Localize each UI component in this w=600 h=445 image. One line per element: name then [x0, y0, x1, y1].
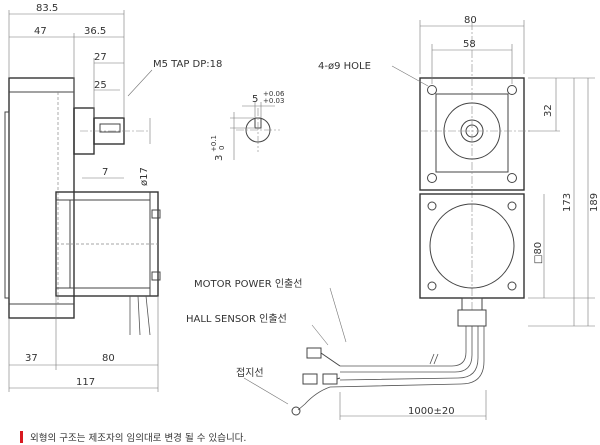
dim-cable-length: 1000±20	[408, 406, 455, 417]
dim-key-width-tol-up: +0.06	[263, 90, 285, 98]
motor-circle	[429, 203, 515, 289]
dim-base-left: 37	[25, 353, 38, 364]
dim-key-width: 5	[252, 94, 258, 105]
gearbox-body	[8, 77, 75, 319]
tap-label: M5 TAP DP:18	[153, 59, 222, 70]
dim-shaft-offset: 36.5	[84, 26, 106, 37]
dim-height-173: 173	[562, 193, 573, 212]
dim-key-depth: 3	[214, 155, 225, 161]
hole-label: 4-ø9 HOLE	[318, 61, 371, 72]
base-dimensions: 37 80 117	[8, 296, 159, 392]
dim-shaft-dia: ø17	[139, 167, 150, 186]
motor-power-label: MOTOR POWER 인출선	[194, 278, 302, 290]
keyway-detail: 5 +0.06 +0.03 3 +0.1 0	[210, 90, 285, 161]
cables: MOTOR POWER 인출선 HALL SENSOR 인출선 접지선 1000…	[186, 278, 487, 420]
dim-shaft-length: 25	[94, 80, 107, 91]
front-view: 80 58 4-ø9 HOLE 32 173 189 □80	[318, 15, 600, 327]
dim-flange-width: 47	[34, 26, 47, 37]
footer-note: 외형의 구조는 제조자의 임의대로 변경 될 수 있습니다.	[20, 430, 246, 444]
dim-key-length: 7	[102, 167, 108, 178]
dim-base-right: 80	[102, 353, 115, 364]
dim-front-width: 80	[464, 15, 477, 26]
dim-base-total: 117	[76, 377, 95, 388]
dim-key-depth-tol: +0.1	[210, 135, 218, 152]
side-view-dimensions: 83.5 47 36.5 27 25 7 ø17 M5 TAP DP:18	[34, 3, 222, 186]
footer-note-text: 외형의 구조는 제조자의 임의대로 변경 될 수 있습니다.	[30, 433, 247, 444]
dim-total-width: 83.5	[36, 3, 58, 14]
sensor-connector	[302, 373, 318, 385]
dim-key-width-tol-low: +0.03	[263, 97, 284, 105]
dim-gear-offset: 32	[543, 104, 554, 117]
ground-label: 접지선	[236, 367, 264, 379]
dim-hole-pitch: 58	[463, 39, 476, 50]
power-connector	[306, 347, 322, 359]
dim-height-189: 189	[589, 193, 600, 212]
dim-motor-square: □80	[533, 242, 544, 264]
dim-key-depth-tol-low: 0	[218, 146, 226, 150]
side-view	[4, 10, 161, 336]
dim-tap-offset: 27	[94, 52, 107, 63]
hall-sensor-label: HALL SENSOR 인출선	[186, 313, 287, 325]
accent-bar	[20, 431, 23, 443]
